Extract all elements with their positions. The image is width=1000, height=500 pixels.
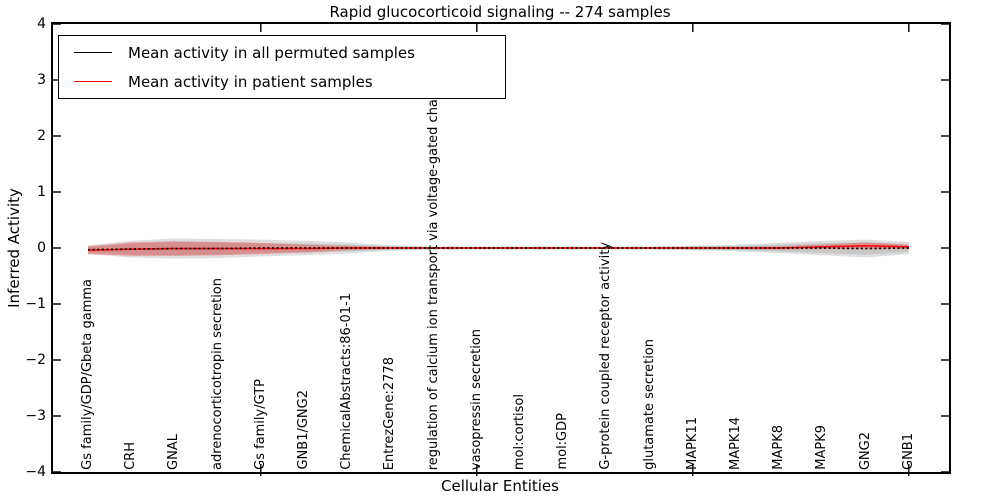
y-tick-label: 1 (37, 184, 46, 200)
x-category-label: MAPK8 (771, 425, 787, 470)
y-tick-label: 2 (37, 128, 46, 144)
x-category-label: vasopressin secretion (468, 328, 484, 470)
x-category-label: glutamate secretion (641, 339, 657, 470)
x-category-label: MAPK9 (814, 425, 830, 470)
y-tick-label: −1 (25, 296, 46, 312)
x-category-label: GNB1/GNG2 (296, 390, 311, 470)
x-category-label: GNG2 (857, 431, 873, 470)
y-tick-label: −4 (25, 464, 46, 480)
y-tick-label: 4 (37, 16, 46, 32)
legend-line-patient-icon (74, 81, 112, 82)
permuted-mean-line (87, 247, 909, 251)
x-category-label: ChemicalAbstracts:86-01-1 (339, 293, 355, 470)
legend-label-permuted: Mean activity in all permuted samples (128, 43, 415, 62)
x-category-label: Gs family/GTP (252, 379, 268, 470)
x-category-label: adrenocorticotropin secretion (209, 278, 225, 470)
legend-line-permuted-icon (74, 52, 112, 53)
x-category-label: mol:GDP (555, 413, 571, 470)
x-axis-label: Cellular Entities (441, 477, 559, 495)
legend-entry-patient: Mean activity in patient samples (59, 68, 505, 96)
y-tick-label: 3 (37, 72, 46, 88)
legend-entry-permuted: Mean activity in all permuted samples (59, 39, 505, 67)
x-category-label: regulation of calcium ion transport via … (425, 70, 441, 470)
y-tick-label: −2 (25, 352, 46, 368)
x-category-label: CRH (123, 442, 139, 470)
x-category-label: GNAL (166, 434, 182, 470)
x-category-label: Gs family/GDP/Gbeta gamma (80, 279, 95, 470)
y-tick-label: −3 (25, 408, 46, 424)
legend-label-patient: Mean activity in patient samples (128, 72, 373, 91)
chart-title: Rapid glucocorticoid signaling -- 274 sa… (329, 3, 671, 21)
x-category-label: G-protein coupled receptor activity (598, 242, 614, 470)
x-category-label: MAPK14 (728, 416, 743, 470)
x-category-label: EntrezGene:2778 (382, 356, 398, 470)
plot-canvas (53, 23, 949, 476)
x-category-label: GNB1 (900, 433, 916, 470)
legend: Mean activity in all permuted samples Me… (58, 35, 506, 99)
x-category-label: MAPK11 (684, 416, 700, 470)
y-tick-label: 0 (37, 240, 46, 256)
x-category-label: mol:cortisol (512, 393, 527, 470)
